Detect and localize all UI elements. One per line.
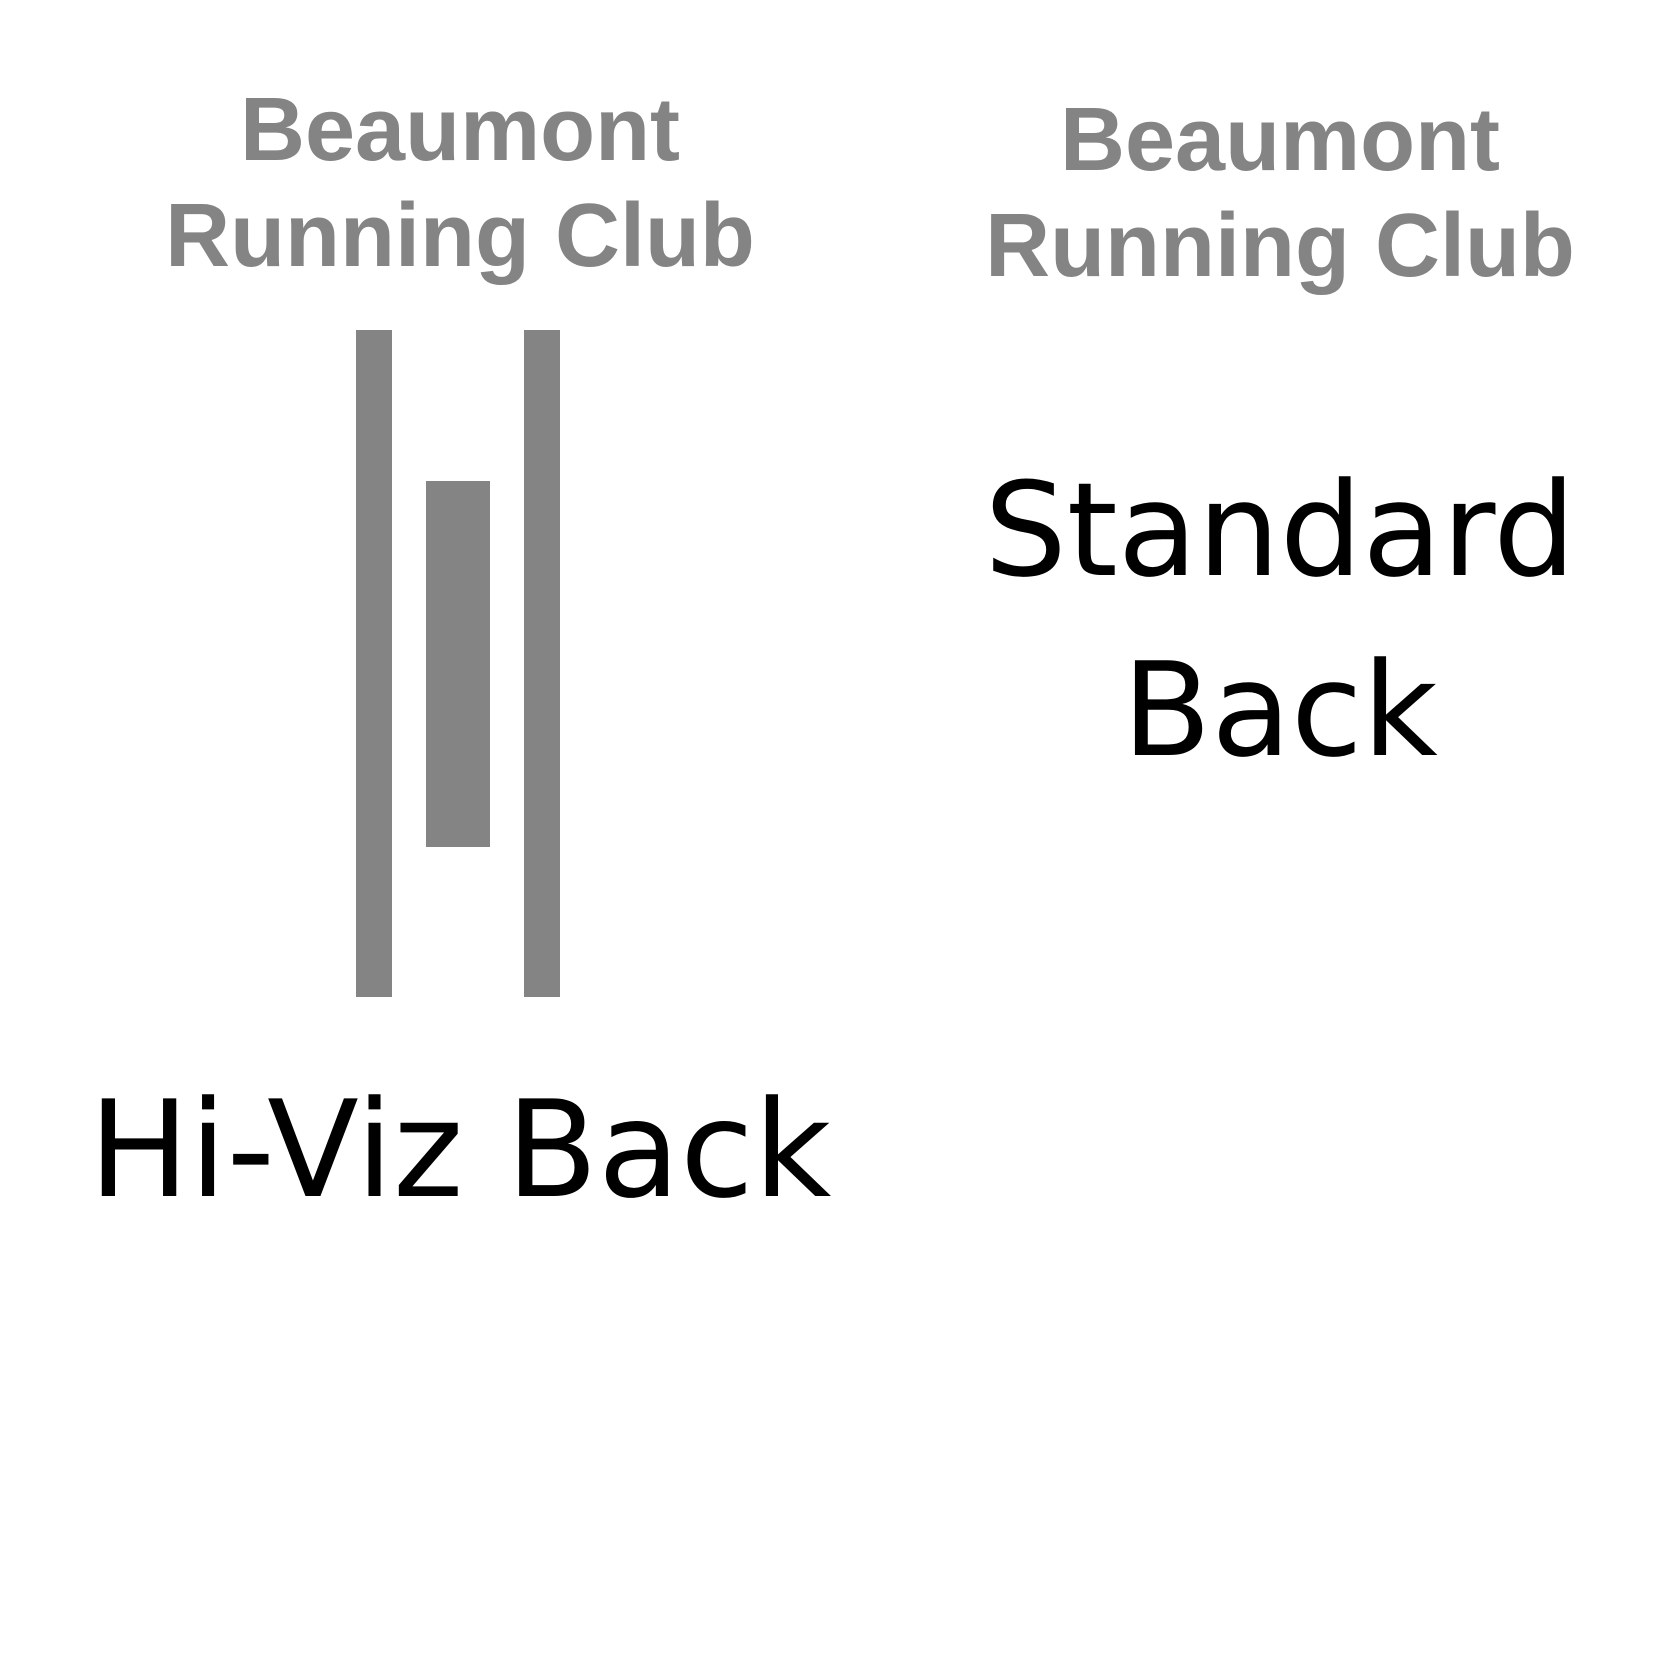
standard-club-name-line2: Running Club xyxy=(985,196,1575,296)
hiviz-club-name-line2: Running Club xyxy=(165,186,755,286)
standard-back-caption: Standard Back xyxy=(960,440,1600,800)
hiviz-club-name: Beaumont Running Club xyxy=(110,77,810,289)
hiviz-back-caption: Hi-Viz Back xyxy=(88,1072,832,1228)
standard-back-caption-line1: Standard xyxy=(984,454,1576,606)
hiviz-club-name-line1: Beaumont xyxy=(239,80,681,180)
hiviz-left-stripe xyxy=(356,330,392,997)
standard-back-caption-line2: Back xyxy=(1122,634,1438,786)
hiviz-center-panel xyxy=(426,481,490,847)
hiviz-right-stripe xyxy=(524,330,560,997)
standard-club-name-line1: Beaumont xyxy=(1059,90,1501,190)
standard-club-name: Beaumont Running Club xyxy=(920,87,1640,299)
